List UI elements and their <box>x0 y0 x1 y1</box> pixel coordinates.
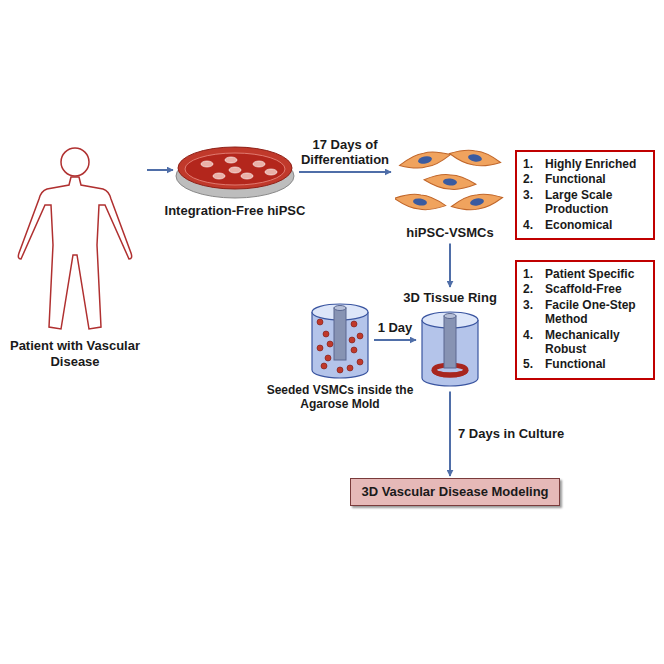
list-item: Facile One-Step Method <box>545 298 647 327</box>
edge-label: 17 Days of Differentiation <box>297 137 393 168</box>
list-number: 1. <box>523 157 545 171</box>
culture-dish: Integration-Free hiPSC <box>155 140 315 219</box>
cell-nucleus <box>417 155 432 165</box>
seeded-cell <box>357 359 363 365</box>
edge-label: 1 Day <box>373 320 417 336</box>
seeded-cell <box>323 331 329 337</box>
connector-arrow <box>449 244 451 287</box>
list-item: Large Scale Production <box>545 188 647 217</box>
seeded-cell <box>349 337 355 343</box>
cell-colony <box>229 167 241 173</box>
seeded-cell <box>327 341 333 347</box>
node-label: 3D Tissue Ring <box>395 290 505 306</box>
seeded-cell <box>317 345 323 351</box>
cell-colony <box>265 169 277 175</box>
cell-nucleus <box>443 178 458 186</box>
smooth-muscle-cell <box>450 190 504 213</box>
seeded-cell <box>351 321 357 327</box>
list-item: Economical <box>545 218 647 232</box>
figure-body <box>18 177 131 329</box>
node-illustration <box>310 300 370 380</box>
seeded-cell <box>337 367 343 373</box>
node-illustration <box>395 140 505 222</box>
cell-colony <box>253 161 265 167</box>
list-item: Mechanically Robust <box>545 328 647 357</box>
list-item: Highly Enriched <box>545 157 647 171</box>
node-label: Integration-Free hiPSC <box>155 203 315 219</box>
box-label: 3D Vascular Disease Modeling <box>357 484 553 500</box>
connector-arrow <box>299 171 391 173</box>
dish-base <box>176 154 294 198</box>
smooth-muscle-cell <box>448 146 502 169</box>
tissue-ring-front <box>434 370 466 375</box>
figure-head <box>61 148 89 176</box>
patient-figure: Patient with Vascular Disease <box>5 145 145 369</box>
connector-arrow <box>374 339 416 341</box>
dish-medium <box>185 153 285 185</box>
seeded-cell <box>321 363 327 369</box>
edge-label: 7 Days in Culture <box>458 426 588 442</box>
mold-post-top <box>334 306 346 311</box>
seeded-cell <box>317 319 323 325</box>
cell-nucleus <box>467 153 482 162</box>
cell-nucleus <box>413 198 428 207</box>
cell-colony <box>213 173 225 179</box>
cell-colony <box>241 173 253 179</box>
list-number: 2. <box>523 282 545 296</box>
node-illustration <box>420 308 480 388</box>
result-box: 3D Vascular Disease Modeling <box>350 478 560 506</box>
list-item: Functional <box>545 357 647 371</box>
seeded-cell <box>325 355 331 361</box>
node-label: Seeded VSMCs inside the Agarose Mold <box>265 383 415 412</box>
cell-colony <box>201 161 213 167</box>
list-number: 4. <box>523 328 545 357</box>
cell-colony <box>225 157 237 163</box>
list-number: 2. <box>523 172 545 186</box>
feature-list-box: 1.Highly Enriched2.Functional3.Large Sca… <box>515 150 655 240</box>
node-label: hiPSC-VSMCs <box>395 225 505 241</box>
cell-nucleus <box>469 197 484 206</box>
smooth-muscle-cell <box>398 148 452 173</box>
dish-rim <box>178 147 292 189</box>
list-number: 1. <box>523 267 545 281</box>
list-item: Patient Specific <box>545 267 647 281</box>
connector-arrow <box>449 392 451 476</box>
connector-arrow <box>147 169 173 171</box>
list-number: 3. <box>523 298 545 327</box>
cell-group: hiPSC-VSMCs <box>395 140 505 241</box>
tissue-ring: 3D Tissue Ring <box>395 290 505 388</box>
seeded-cell <box>351 347 357 353</box>
list-item: Functional <box>545 172 647 186</box>
smooth-muscle-cell <box>395 191 447 212</box>
list-item: Scaffold-Free <box>545 282 647 296</box>
agarose-mold: Seeded VSMCs inside the Agarose Mold <box>265 300 415 412</box>
node-illustration <box>175 140 295 200</box>
mold-post <box>444 316 456 368</box>
mold-post <box>334 308 346 360</box>
seeded-cell <box>357 333 363 339</box>
node-illustration <box>5 145 145 335</box>
mold-post-top <box>444 313 456 318</box>
node-label: Patient with Vascular Disease <box>5 338 145 369</box>
feature-list-box: 1.Patient Specific2.Scaffold-Free3.Facil… <box>515 260 655 380</box>
smooth-muscle-cell <box>423 173 476 192</box>
list-number: 4. <box>523 218 545 232</box>
list-number: 5. <box>523 357 545 371</box>
list-number: 3. <box>523 188 545 217</box>
seeded-cell <box>347 365 353 371</box>
